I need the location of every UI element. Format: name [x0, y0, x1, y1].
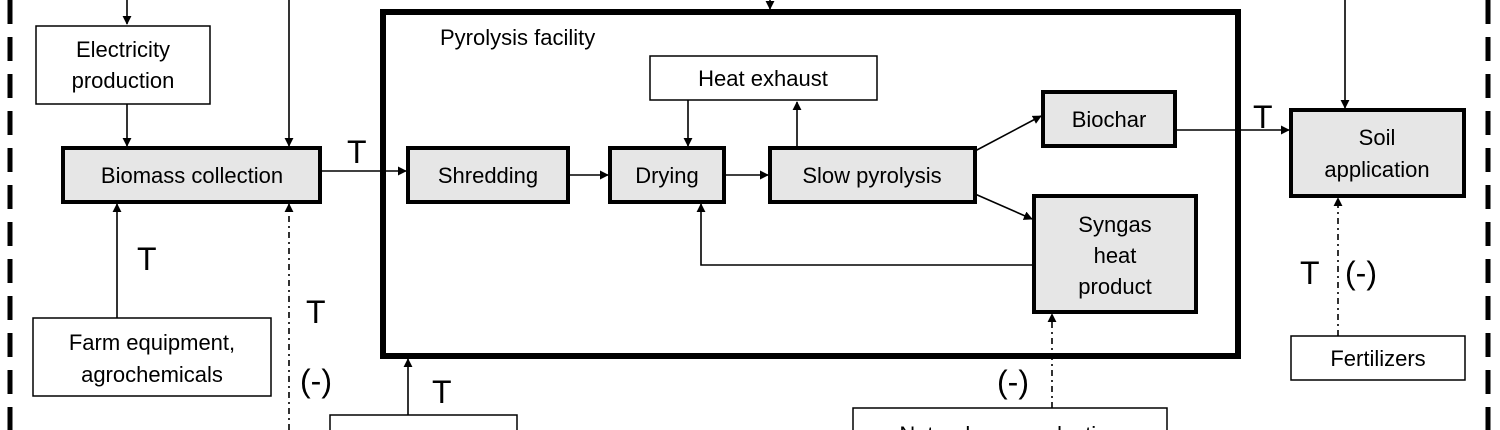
shredding-label: Shredding: [438, 163, 538, 188]
bottom-input-box: [329, 414, 518, 430]
heat-exhaust-label: Heat exhaust: [698, 66, 828, 91]
syngas-heat-product-box: [1032, 194, 1198, 314]
natural-gas-production-label: Natural gas production: [899, 422, 1120, 430]
soil-application-label-1: Soil: [1359, 125, 1396, 150]
drying-label: Drying: [635, 163, 699, 188]
slow-pyrolysis-box: [768, 146, 977, 204]
farm-equipment-label: Farm equipment,: [69, 330, 235, 355]
arrow-syngas-to-drying: [696, 203, 1034, 266]
electricity-production-label: Electricity: [76, 37, 170, 62]
avoided-marker-left: (-): [300, 363, 332, 399]
arrow-pyrolysis-to-biochar: [974, 115, 1042, 152]
drying-box: [608, 146, 726, 204]
transport-marker-biomass-shredding: T: [347, 134, 367, 170]
soil-application-label-2: application: [1324, 157, 1429, 182]
fertilizers-box: [1290, 335, 1466, 381]
farm-equipment-box: [32, 317, 272, 397]
heat-exhaust-box: [649, 55, 878, 101]
transport-marker-fertilizers: T: [1300, 255, 1320, 291]
biochar-label: Biochar: [1072, 107, 1147, 132]
avoided-marker-natural-gas: (-): [997, 364, 1029, 400]
arrow-pyrolysis-to-syngas: [974, 193, 1033, 220]
biomass-collection-box: [61, 146, 322, 204]
soil-application-box: [1289, 108, 1466, 198]
transport-marker-biochar-soil: T: [1253, 99, 1273, 135]
transport-marker-farm: T: [137, 241, 157, 277]
electricity-production-label-2: production: [72, 68, 175, 93]
electricity-production-box: [35, 25, 211, 105]
pyrolysis-facility-label: Pyrolysis facility: [440, 25, 595, 50]
avoided-marker-fertilizers: (-): [1345, 255, 1377, 291]
slow-pyrolysis-label: Slow pyrolysis: [802, 163, 941, 188]
syngas-label-3: product: [1078, 274, 1151, 299]
biomass-collection-label: Biomass collection: [101, 163, 283, 188]
natural-gas-production-box: [852, 407, 1168, 430]
pyrolysis-facility-frame: [380, 9, 1241, 359]
syngas-label-2: heat: [1094, 243, 1137, 268]
transport-marker-bottom-facility: T: [432, 374, 452, 410]
biochar-box: [1041, 90, 1177, 148]
transport-marker-dashdot-left: T: [306, 294, 326, 330]
farm-equipment-label-2: agrochemicals: [81, 362, 223, 387]
shredding-box: [406, 146, 570, 204]
syngas-label-1: Syngas: [1078, 212, 1151, 237]
fertilizers-label: Fertilizers: [1330, 346, 1425, 371]
